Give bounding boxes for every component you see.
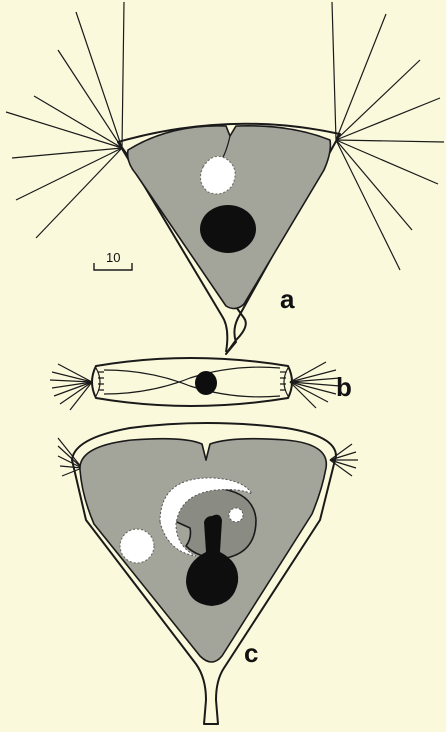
nucleus-b [195, 371, 217, 395]
theca-ends-b [96, 368, 288, 396]
panel-label-b: b [336, 372, 352, 402]
cell-b [50, 358, 340, 410]
setae-left-b [50, 364, 92, 410]
nucleus-a [200, 205, 256, 253]
vacuole-c [120, 529, 154, 563]
small-vacuole-c [229, 508, 243, 522]
setae-left-c [58, 438, 82, 476]
setae-right-b [290, 362, 340, 408]
theca-hatching-b [98, 372, 286, 390]
scale-bar-label: 10 [106, 250, 120, 265]
setae-left-a [6, 2, 124, 238]
panel-label-a: a [280, 284, 295, 314]
theca-b [92, 358, 292, 406]
setae-right-a [332, 2, 444, 270]
scale-bar: 10 [94, 250, 132, 270]
cell-c [58, 423, 358, 724]
cell-a [6, 2, 444, 354]
panel-label-c: c [244, 638, 258, 668]
